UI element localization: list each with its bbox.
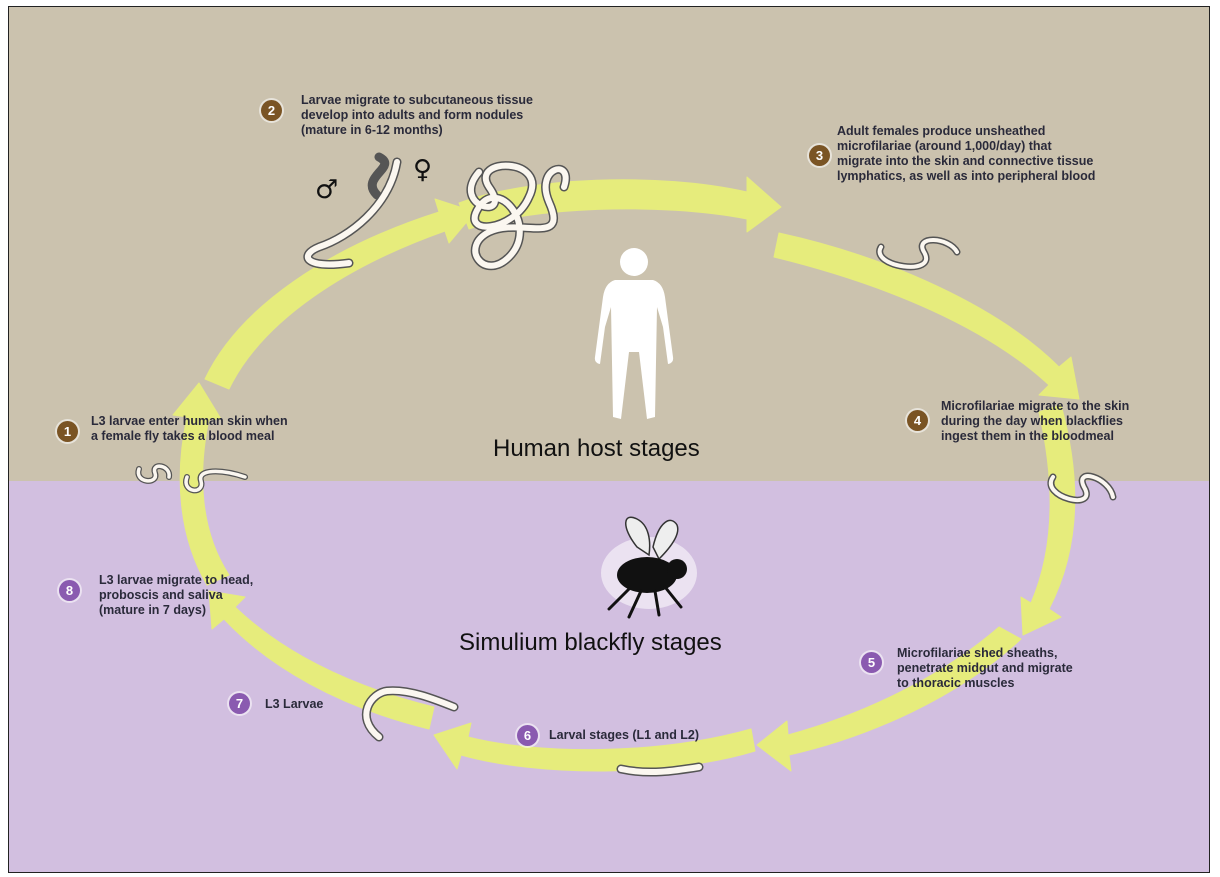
step-2-label: Larvae migrate to subcutaneous tissue de… — [301, 93, 533, 138]
step-4-label: Microfilariae migrate to the skin during… — [941, 399, 1129, 444]
male-symbol: ♂ — [315, 175, 338, 205]
step-4-badge: 4 — [907, 410, 928, 431]
step-1-badge: 1 — [57, 421, 78, 442]
step-7-label: L3 Larvae — [265, 697, 323, 712]
blackfly-icon — [601, 517, 697, 617]
step-2-badge: 2 — [261, 100, 282, 121]
lifecycle-diagram: ♂ ♀ Human host stages Simulium blackfly … — [8, 6, 1210, 873]
step-6-badge: 6 — [517, 725, 538, 746]
step-3-label: Adult females produce unsheathed microfi… — [837, 124, 1095, 184]
step-8-badge: 8 — [59, 580, 80, 601]
step-6-label: Larval stages (L1 and L2) — [549, 728, 699, 743]
step-5-badge: 5 — [861, 652, 882, 673]
cycle-arrow — [205, 199, 475, 389]
step-1-label: L3 larvae enter human skin when a female… — [91, 414, 288, 444]
human-host-stages-title: Human host stages — [493, 435, 700, 463]
human-figure-icon — [595, 248, 673, 419]
step-7-badge: 7 — [229, 693, 250, 714]
step-3-badge: 3 — [809, 145, 830, 166]
step-8-label: L3 larvae migrate to head, proboscis and… — [99, 573, 253, 618]
female-symbol: ♀ — [413, 155, 432, 185]
larva-icon — [621, 767, 699, 772]
step-5-label: Microfilariae shed sheaths, penetrate mi… — [897, 646, 1073, 691]
blackfly-stages-title: Simulium blackfly stages — [459, 629, 722, 657]
